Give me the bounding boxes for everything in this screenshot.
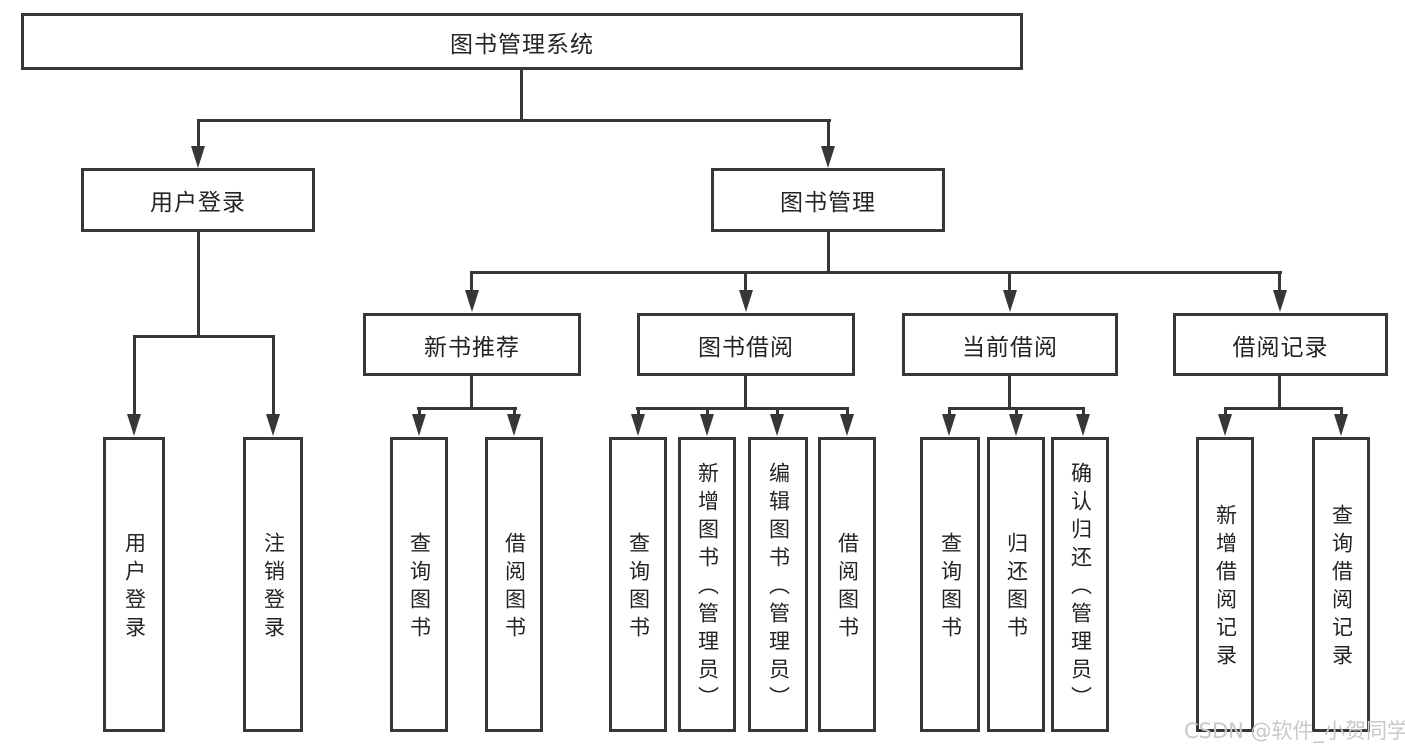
arrow-down-icon: [1003, 290, 1017, 312]
edge-records-drop2: [1340, 407, 1343, 416]
edge-borrowing-drop1: [637, 407, 640, 416]
arrow-down-icon: [1009, 414, 1023, 436]
edge-root-drop-right: [827, 119, 830, 149]
edge-root-branch: [197, 119, 831, 122]
edge-userlogin-stem: [197, 230, 200, 338]
node-user-login: 用户登录: [81, 168, 315, 232]
arrow-down-icon: [700, 414, 714, 436]
edge-bookmgmt-drop2: [744, 271, 747, 292]
edge-userlogin-branch: [133, 335, 275, 338]
edge-recommend-stem: [470, 374, 473, 410]
edge-records-branch: [1224, 407, 1342, 410]
leaf-borrow-books: 借阅图书: [818, 437, 876, 732]
edge-bookmgmt-drop3: [1008, 271, 1011, 292]
edge-borrowing-stem: [744, 374, 747, 410]
leaf-logout: 注销登录: [243, 437, 303, 732]
leaf-user-login: 用户登录: [103, 437, 165, 732]
leaf-query-books-recommend: 查询图书: [390, 437, 448, 732]
edge-records-drop1: [1224, 407, 1227, 416]
edge-borrowing-drop3: [776, 407, 779, 416]
arrow-down-icon: [1218, 414, 1232, 436]
edge-borrowing-branch: [636, 407, 849, 410]
arrow-down-icon: [942, 414, 956, 436]
edge-records-stem: [1278, 374, 1281, 410]
arrow-down-icon: [821, 146, 835, 168]
arrow-down-icon: [507, 414, 521, 436]
edge-bookmgmt-drop4: [1278, 271, 1281, 292]
leaf-add-books-admin: 新增图书（管理员）: [678, 437, 736, 732]
edge-root-stem: [520, 68, 523, 122]
edge-current-drop2: [1015, 407, 1018, 416]
edge-recommend-drop2: [513, 407, 516, 416]
arrow-down-icon: [412, 414, 426, 436]
edge-current-stem: [1008, 374, 1011, 410]
arrow-down-icon: [465, 290, 479, 312]
node-book-management: 图书管理: [711, 168, 945, 232]
arrow-down-icon: [1076, 414, 1090, 436]
leaf-confirm-return-admin: 确认归还（管理员）: [1051, 437, 1109, 732]
node-book-borrowing: 图书借阅: [637, 313, 855, 376]
edge-bookmgmt-branch: [470, 271, 1282, 274]
edge-recommend-drop1: [418, 407, 421, 416]
leaf-return-books: 归还图书: [987, 437, 1045, 732]
edge-root-drop-left: [197, 119, 200, 149]
arrow-down-icon: [266, 414, 280, 436]
csdn-watermark: CSDN @软件_小贺同学: [1184, 719, 1405, 743]
edge-bookmgmt-stem: [827, 230, 830, 274]
leaf-edit-books-admin: 编辑图书（管理员）: [748, 437, 808, 732]
edge-borrowing-drop2: [706, 407, 709, 416]
arrow-down-icon: [127, 414, 141, 436]
node-new-book-recommendation: 新书推荐: [363, 313, 581, 376]
arrow-down-icon: [191, 146, 205, 168]
edge-userlogin-drop2: [272, 335, 275, 417]
arrow-down-icon: [739, 290, 753, 312]
edge-current-drop3: [1082, 407, 1085, 416]
leaf-add-borrow-record: 新增借阅记录: [1196, 437, 1254, 732]
arrow-down-icon: [1334, 414, 1348, 436]
node-current-borrowing: 当前借阅: [902, 313, 1118, 376]
node-library-management-system: 图书管理系统: [21, 13, 1023, 70]
arrow-down-icon: [631, 414, 645, 436]
edge-userlogin-drop1: [133, 335, 136, 417]
node-borrowing-records: 借阅记录: [1173, 313, 1388, 376]
leaf-borrow-books-recommend: 借阅图书: [485, 437, 543, 732]
edge-bookmgmt-drop1: [470, 271, 473, 292]
edge-recommend-branch: [417, 407, 517, 410]
edge-current-drop1: [948, 407, 951, 416]
arrow-down-icon: [840, 414, 854, 436]
arrow-down-icon: [1273, 290, 1287, 312]
edge-borrowing-drop4: [846, 407, 849, 416]
arrow-down-icon: [770, 414, 784, 436]
leaf-query-borrow-record: 查询借阅记录: [1312, 437, 1370, 732]
leaf-query-books-current: 查询图书: [920, 437, 980, 732]
leaf-query-books-borrowing: 查询图书: [609, 437, 667, 732]
